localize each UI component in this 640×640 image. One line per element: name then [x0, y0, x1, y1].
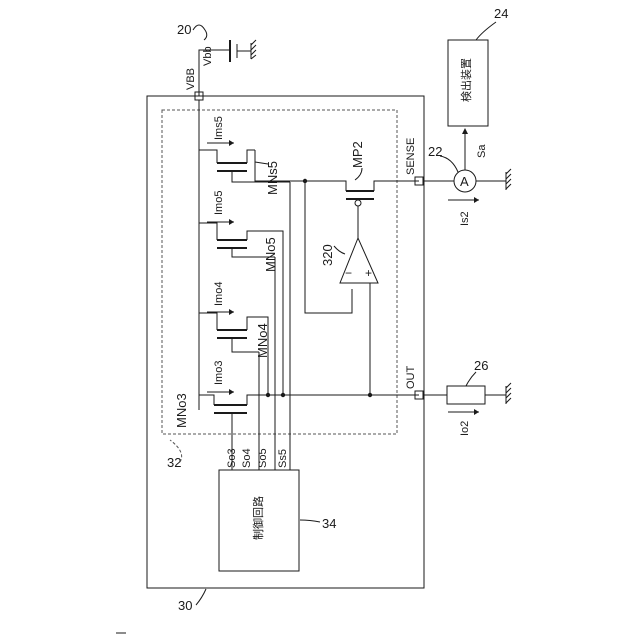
- amp-plus-sign: +: [365, 266, 372, 280]
- io2-label: Io2: [459, 421, 471, 436]
- ref-22-leader: [440, 156, 458, 172]
- mno3-drain-lead: [199, 395, 214, 405]
- is2-arrowhead: [474, 197, 479, 203]
- vbb-terminal-label: VBB: [185, 68, 197, 90]
- vbb-supply-label: Vbb: [202, 46, 214, 66]
- ref-320-leader: [334, 246, 345, 254]
- ref-20-leader: [193, 25, 207, 40]
- ref-34-label: 34: [322, 516, 336, 531]
- mns5-drain-lead: [199, 150, 217, 163]
- mns5-label: MNs5: [265, 161, 280, 195]
- ref-26-label: 26: [474, 358, 488, 373]
- so3-label: So3: [226, 448, 238, 468]
- mno5-label: MNo5: [263, 237, 278, 272]
- ims5-arrowhead: [229, 140, 234, 146]
- ref-26-leader: [466, 372, 476, 386]
- mns5-gate-wire: [232, 171, 290, 182]
- is2-label: Is2: [459, 211, 471, 226]
- ref-30-leader: [196, 589, 206, 605]
- so5-label: So5: [257, 448, 269, 468]
- junction-dot-2: [281, 393, 285, 397]
- outer-device-box: [147, 96, 424, 588]
- imo4-arrowhead: [229, 309, 234, 315]
- sa-label: Sa: [476, 144, 488, 158]
- sense-ground-symbol: [506, 169, 511, 190]
- imo5-label: Imo5: [213, 191, 225, 215]
- ref-24-leader: [476, 22, 496, 40]
- mp2-leader: [355, 168, 362, 180]
- ref-22-label: 22: [428, 144, 442, 159]
- imo3-label: Imo3: [213, 361, 225, 385]
- vbb-ground-symbol: [251, 40, 256, 59]
- junction-dot-1: [266, 393, 270, 397]
- imo3-arrowhead: [229, 389, 234, 395]
- io2-arrowhead: [474, 409, 479, 415]
- mno3-label: MNo3: [174, 393, 189, 428]
- ims5-label: Ims5: [213, 116, 225, 140]
- load-resistor: [447, 386, 485, 404]
- mno4-drain-lead: [199, 313, 217, 330]
- ss5-label: Ss5: [277, 449, 289, 468]
- ref-30-label: 30: [178, 598, 192, 613]
- mp2-label: MP2: [350, 141, 365, 168]
- imo4-label: Imo4: [213, 282, 225, 306]
- out-terminal-label: OUT: [405, 366, 417, 390]
- mns5-source-lead: [247, 150, 255, 163]
- mno5-drain-lead: [199, 223, 217, 240]
- detector-label: 検出装置: [459, 58, 473, 102]
- ref-32-label: 32: [167, 455, 181, 470]
- mno4-label: MNo4: [255, 323, 270, 358]
- imo5-arrowhead: [229, 219, 234, 225]
- ammeter-symbol: A: [460, 174, 469, 189]
- so4-label: So4: [241, 448, 253, 468]
- control-circuit-label: 制御回路: [251, 496, 265, 540]
- out-ground-symbol: [506, 383, 511, 404]
- ref-24-label: 24: [494, 6, 508, 21]
- mp2-gate-bubble: [355, 200, 361, 206]
- sense-terminal-label: SENSE: [405, 138, 417, 175]
- amp-minus-sign: −: [345, 266, 352, 280]
- ref-320-label: 320: [320, 244, 335, 266]
- out-bus: [247, 395, 419, 405]
- sa-arrowhead: [462, 128, 468, 134]
- mns5-source-to-sense: [255, 150, 305, 181]
- ref-34-leader: [300, 520, 320, 522]
- mp2-source-lead: [305, 181, 346, 191]
- ref-20-label: 20: [177, 22, 191, 37]
